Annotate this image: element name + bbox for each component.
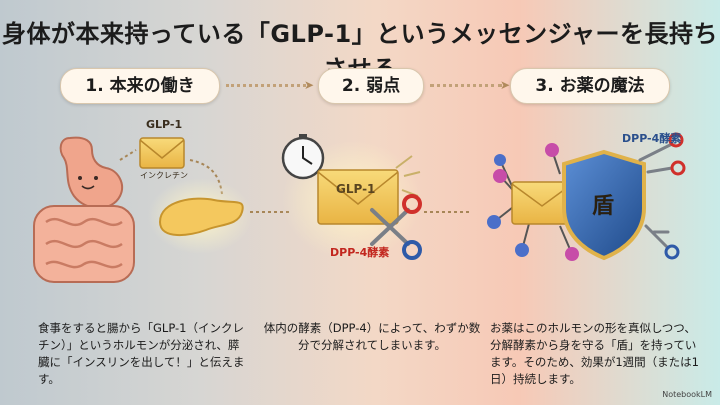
panel-3-description: お薬はこのホルモンの形を真似しつつ、分解酵素から身を守る「盾」を持っています。そ… bbox=[490, 321, 699, 386]
panel-1-description: 食事をすると腸から「GLP-1（インクレチン）」というホルモンが分泌され、膵臓に… bbox=[38, 321, 245, 386]
clock-icon bbox=[281, 134, 325, 180]
step-2-pill: 2. 弱点 bbox=[318, 68, 424, 104]
envelope-label: GLP-1 bbox=[336, 182, 376, 196]
scissors-icon bbox=[370, 194, 422, 260]
step-3-pill: 3. お薬の魔法 bbox=[510, 68, 670, 104]
step-connector-1 bbox=[226, 84, 306, 90]
brand-watermark: NotebookLM bbox=[662, 390, 712, 399]
connector-arrow-icon: ➤ bbox=[304, 78, 315, 92]
pancreas-icon bbox=[148, 178, 252, 254]
shield-icon bbox=[562, 149, 646, 261]
enzyme-label: DPP-4酵素 bbox=[622, 132, 682, 145]
step-connector-2 bbox=[430, 84, 502, 90]
broken-envelope-icon bbox=[317, 155, 421, 225]
envelope-label: GLP-1 bbox=[146, 118, 183, 131]
molecule-nodes-icon bbox=[487, 143, 579, 261]
stomach-icon bbox=[59, 136, 124, 209]
envelope-sublabel: インクレチン bbox=[140, 171, 188, 180]
connector-arrow-icon: ➤ bbox=[500, 78, 511, 92]
envelope-icon bbox=[139, 137, 185, 169]
enzyme-label: DPP-4酵素 bbox=[330, 246, 390, 259]
panel-2-description: 体内の酵素（DPP-4）によって、わずか数分で分解されてしまいます。 bbox=[263, 321, 481, 352]
scissors-icon bbox=[638, 132, 686, 260]
intestines-icon bbox=[33, 205, 135, 283]
shield-label: 盾 bbox=[592, 194, 615, 219]
step-1-pill: 1. 本来の働き bbox=[60, 68, 220, 104]
